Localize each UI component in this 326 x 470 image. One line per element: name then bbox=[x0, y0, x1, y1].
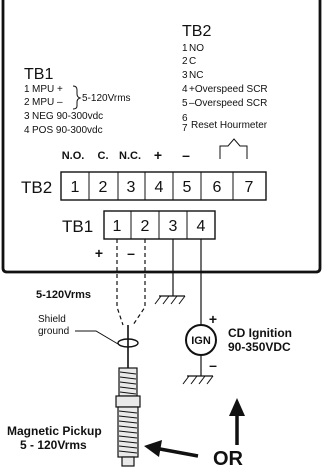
tb1-legend-num: 2 bbox=[24, 97, 30, 108]
tb2-legend-item-4: 4 +Overspeed SCR bbox=[182, 84, 268, 95]
mpu-brace bbox=[72, 85, 82, 110]
tb1-legend-label: MPU + bbox=[32, 84, 63, 95]
arrow-to-ignition-icon bbox=[229, 398, 245, 445]
ground-symbol bbox=[182, 375, 214, 385]
cd-ignition-voltage: 90-350VDC bbox=[228, 340, 291, 354]
cd-ignition-label: CD Ignition bbox=[228, 326, 292, 340]
tb2-legend-item-5: 5 –Overspeed SCR bbox=[182, 98, 267, 109]
tb1-legend-num: 3 bbox=[24, 111, 30, 122]
tb2-strip-label: TB2 bbox=[21, 178, 52, 197]
ign-plus-marker: + bbox=[209, 311, 217, 327]
tb1-terminal-3: 3 bbox=[169, 218, 178, 235]
tb2-terminal-5: 5 bbox=[183, 179, 192, 196]
tb1-legend-title: TB1 bbox=[24, 66, 53, 83]
tb1-terminal-2: 2 bbox=[141, 218, 150, 235]
tb2-terminal-7: 7 bbox=[245, 179, 254, 196]
tb2-legend-title: TB2 bbox=[182, 23, 211, 40]
tb2-terminal-3: 3 bbox=[127, 179, 136, 196]
tb2-legend-label: C bbox=[189, 56, 196, 67]
tb1-strip-label: TB1 bbox=[62, 217, 93, 236]
or-label: OR bbox=[213, 448, 244, 470]
tb1-legend-item-1: 1 MPU + bbox=[24, 84, 63, 95]
magnetic-pickup-icon bbox=[115, 367, 141, 467]
tb1-legend-item-4: 4 POS 90-300vdc bbox=[24, 125, 103, 136]
mpu-minus-wire bbox=[132, 239, 146, 326]
tb2-legend-item-7: 7 Reset Hourmeter bbox=[182, 120, 268, 134]
tb2-terminal-2: 2 bbox=[99, 179, 108, 196]
mpu-plus-wire bbox=[116, 239, 124, 326]
arrow-to-pickup-icon bbox=[144, 440, 199, 458]
tb2-legend-item-1: 1 NO bbox=[182, 43, 204, 54]
tb2-terminal-1: 1 bbox=[71, 179, 80, 196]
tb2-terminal-4: 4 bbox=[155, 179, 164, 196]
tb2-header-plus: + bbox=[154, 147, 162, 163]
tb2-legend-num: 7 bbox=[182, 123, 188, 134]
tb2-strip-frame bbox=[60, 171, 267, 201]
ign-label: IGN bbox=[191, 335, 211, 347]
pickup-range-label: 5 - 120Vrms bbox=[20, 438, 87, 452]
tb1-terminal-1: 1 bbox=[113, 218, 122, 235]
mpu-range-label: 5-120Vrms bbox=[82, 93, 131, 104]
tb2-legend-label: NC bbox=[189, 70, 203, 81]
tb1-terminal-4: 4 bbox=[197, 218, 206, 235]
tb2-legend-item-2: 2 C bbox=[182, 56, 196, 67]
tb2-legend-label: Reset Hourmeter bbox=[191, 120, 268, 131]
tb2-legend-label: +Overspeed SCR bbox=[189, 84, 268, 95]
tb2-legend-num: 2 bbox=[182, 56, 188, 67]
tb2-legend-item-6: 6 bbox=[182, 113, 188, 124]
pickup-label: Magnetic Pickup bbox=[7, 424, 102, 438]
tb1-plus-marker: + bbox=[95, 245, 103, 261]
unit-enclosure bbox=[1, 0, 322, 274]
tb2-header-no: N.O. bbox=[62, 150, 85, 162]
tb1-legend-num: 1 bbox=[24, 84, 30, 95]
tb2-legend-num: 4 bbox=[182, 84, 188, 95]
ign-minus-marker: – bbox=[209, 357, 217, 373]
tb1-legend-num: 4 bbox=[24, 125, 30, 136]
shield-label-1: Shield bbox=[38, 314, 66, 325]
tb2-header-minus: – bbox=[182, 147, 190, 163]
tb1-legend-label: POS 90-300vdc bbox=[32, 125, 103, 136]
tb2-legend-num: 5 bbox=[182, 98, 188, 109]
shield-ground-wire bbox=[75, 330, 119, 345]
ground-symbol bbox=[154, 295, 186, 305]
tb1-legend-label: MPU – bbox=[32, 97, 63, 108]
shield-label-2: ground bbox=[38, 326, 69, 337]
tb2-legend-num: 1 bbox=[182, 43, 188, 54]
tb2-header-c: C. bbox=[98, 150, 109, 162]
vrms-label: 5-120Vrms bbox=[36, 289, 91, 301]
reset-switch-symbol bbox=[219, 138, 248, 159]
tb1-legend-item-3: 3 NEG 90-300vdc bbox=[24, 111, 103, 122]
tb2-legend-num: 3 bbox=[182, 70, 188, 81]
tb2-header-nc: N.C. bbox=[119, 150, 141, 162]
tb2-legend-item-3: 3 NC bbox=[182, 70, 203, 81]
tb2-terminal-6: 6 bbox=[213, 179, 222, 196]
tb2-legend-num: 6 bbox=[182, 113, 188, 124]
tb2-legend-label: NO bbox=[189, 43, 204, 54]
tb1-legend-item-2: 2 MPU – bbox=[24, 97, 63, 108]
tb2-legend-label: –Overspeed SCR bbox=[189, 98, 267, 109]
tb1-legend-label: NEG 90-300vdc bbox=[32, 111, 103, 122]
tb1-minus-marker: – bbox=[127, 245, 135, 261]
